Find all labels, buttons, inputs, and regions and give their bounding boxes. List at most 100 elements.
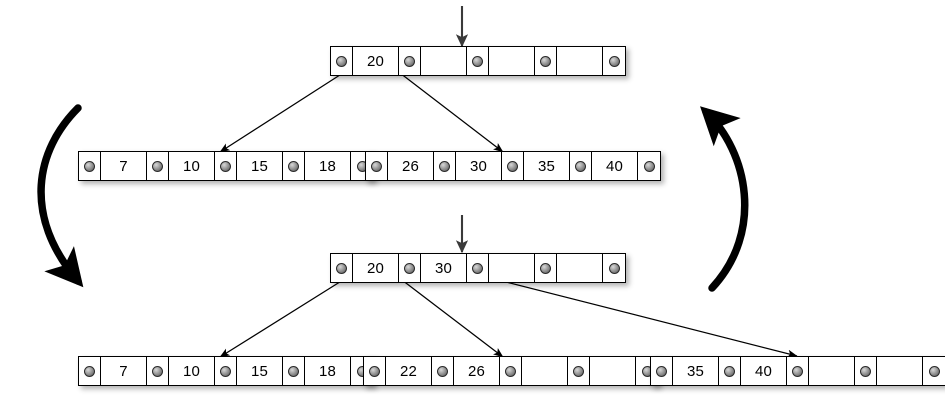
key-label: 10 <box>182 157 201 175</box>
pointer-cell[interactable] <box>331 47 353 75</box>
key-cell[interactable]: 20 <box>353 254 399 282</box>
key-cell[interactable]: 40 <box>741 357 787 385</box>
pointer-cell[interactable] <box>502 152 524 180</box>
edge-before-root-to-left-leaf <box>219 72 344 153</box>
key-cell[interactable]: 7 <box>101 152 147 180</box>
key-cell[interactable]: 20 <box>353 47 399 75</box>
pointer-cell[interactable] <box>399 254 421 282</box>
key-cell[interactable]: 7 <box>101 357 147 385</box>
pointer-cell[interactable] <box>364 357 386 385</box>
pointer-cell[interactable] <box>787 357 809 385</box>
pointer-cell[interactable] <box>568 357 590 385</box>
root-node-before[interactable]: 20 <box>330 46 626 76</box>
key-cell[interactable]: 26 <box>388 152 434 180</box>
key-cell[interactable]: 30 <box>456 152 502 180</box>
key-cell[interactable]: 10 <box>169 357 215 385</box>
pointer-dot-icon <box>404 55 415 67</box>
key-label: 20 <box>366 259 385 277</box>
pointer-dot-icon <box>507 160 518 172</box>
pointer-cell[interactable] <box>570 152 592 180</box>
pointer-cell[interactable] <box>603 47 625 75</box>
pointer-cell[interactable] <box>500 357 522 385</box>
pointer-cell[interactable] <box>923 357 945 385</box>
pointer-cell[interactable] <box>147 357 169 385</box>
pointer-cell[interactable] <box>283 357 305 385</box>
pointer-cell[interactable] <box>79 357 101 385</box>
leaf-node-after-middle[interactable]: 22 26 <box>363 356 659 386</box>
key-cell[interactable]: 10 <box>169 152 215 180</box>
pointer-dot-icon <box>928 365 940 377</box>
key-label: 40 <box>754 362 773 380</box>
key-cell[interactable]: 35 <box>673 357 719 385</box>
pointer-dot-icon <box>437 365 448 377</box>
key-cell-empty[interactable] <box>590 357 636 385</box>
key-label: 35 <box>686 362 705 380</box>
pointer-cell[interactable] <box>215 357 237 385</box>
key-cell-empty[interactable] <box>877 357 923 385</box>
leaf-node-after-right[interactable]: 35 40 <box>650 356 945 386</box>
key-cell-empty[interactable] <box>421 47 467 75</box>
pointer-cell[interactable] <box>719 357 741 385</box>
pointer-cell[interactable] <box>283 152 305 180</box>
leaf-node-before-right[interactable]: 26 30 35 40 <box>365 151 661 181</box>
pointer-dot-icon <box>505 365 516 377</box>
key-cell-empty[interactable] <box>557 47 603 75</box>
pointer-cell[interactable] <box>366 152 388 180</box>
pointer-cell[interactable] <box>79 152 101 180</box>
pointer-cell[interactable] <box>147 152 169 180</box>
key-label: 30 <box>434 259 453 277</box>
pointer-cell[interactable] <box>651 357 673 385</box>
key-cell-empty[interactable] <box>809 357 855 385</box>
pointer-dot-icon <box>860 365 871 377</box>
leaf-node-after-left[interactable]: 7 10 15 18 <box>78 356 374 386</box>
pointer-dot-icon <box>608 55 620 67</box>
pointer-dot-icon <box>656 365 667 377</box>
pointer-dot-icon <box>336 262 347 274</box>
pointer-dot-icon <box>369 365 380 377</box>
key-label: 15 <box>250 157 269 175</box>
pointer-cell[interactable] <box>331 254 353 282</box>
pointer-dot-icon <box>573 365 584 377</box>
key-cell[interactable]: 18 <box>305 152 351 180</box>
key-cell[interactable]: 15 <box>237 152 283 180</box>
key-label: 26 <box>401 157 420 175</box>
pointer-cell[interactable] <box>215 152 237 180</box>
pointer-dot-icon <box>84 365 95 377</box>
key-cell[interactable]: 18 <box>305 357 351 385</box>
key-cell[interactable]: 15 <box>237 357 283 385</box>
pointer-cell[interactable] <box>535 254 557 282</box>
pointer-cell[interactable] <box>603 254 625 282</box>
pointer-cell[interactable] <box>432 357 454 385</box>
key-cell[interactable]: 22 <box>386 357 432 385</box>
transition-arrow-right <box>700 106 749 292</box>
key-label: 10 <box>182 362 201 380</box>
pointer-cell[interactable] <box>855 357 877 385</box>
pointer-cell[interactable] <box>467 47 489 75</box>
pointer-dot-icon <box>439 160 450 172</box>
key-label: 22 <box>399 362 418 380</box>
pointer-cell[interactable] <box>434 152 456 180</box>
key-label: 7 <box>119 157 128 175</box>
pointer-cell[interactable] <box>638 152 660 180</box>
key-cell[interactable]: 40 <box>592 152 638 180</box>
key-cell-empty[interactable] <box>557 254 603 282</box>
key-cell-empty[interactable] <box>489 47 535 75</box>
pointer-dot-icon <box>220 160 231 172</box>
key-cell[interactable]: 30 <box>421 254 467 282</box>
pointer-cell[interactable] <box>467 254 489 282</box>
pointer-dot-icon <box>152 160 163 172</box>
key-label: 7 <box>119 362 128 380</box>
pointer-cell[interactable] <box>535 47 557 75</box>
key-cell[interactable]: 26 <box>454 357 500 385</box>
key-label: 18 <box>318 362 337 380</box>
leaf-node-before-left[interactable]: 7 10 15 18 <box>78 151 374 181</box>
pointer-dot-icon <box>540 55 551 67</box>
pointer-cell[interactable] <box>399 47 421 75</box>
pointer-dot-icon <box>724 365 735 377</box>
key-label: 18 <box>318 157 337 175</box>
key-cell[interactable]: 35 <box>524 152 570 180</box>
key-cell-empty[interactable] <box>522 357 568 385</box>
key-cell-empty[interactable] <box>489 254 535 282</box>
